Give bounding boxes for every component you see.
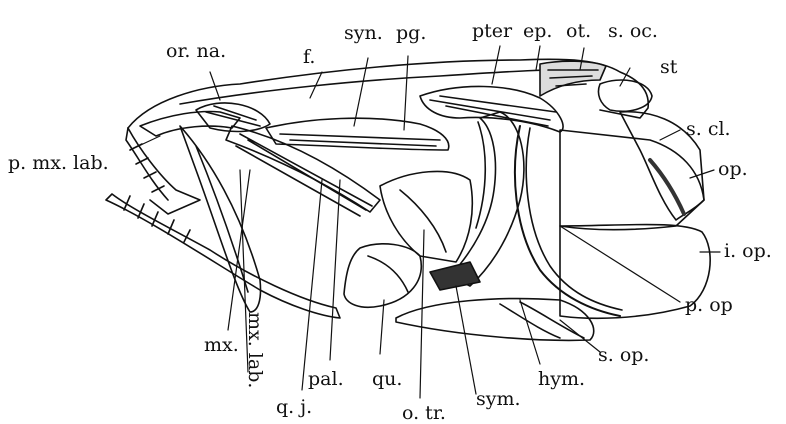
label-syn: syn.	[344, 24, 383, 43]
label-ot: ot.	[566, 22, 591, 41]
label-op: op.	[718, 160, 748, 179]
label-q-j: q. j.	[276, 398, 312, 417]
label-p-op: p. op	[685, 296, 733, 315]
preopercle	[515, 126, 620, 316]
label-p-mx-lab: p. mx. lab.	[8, 154, 109, 173]
label-or-na: or. na.	[166, 42, 226, 61]
label-s-cl: s. cl.	[686, 120, 731, 139]
premaxilla	[140, 112, 240, 136]
label-i-op: i. op.	[724, 242, 772, 261]
label-pter: pter	[472, 22, 512, 41]
quadrate	[344, 244, 421, 307]
label-f: f.	[303, 48, 315, 67]
subopercle	[396, 299, 594, 341]
label-mx-lab: mx. lab.	[245, 312, 264, 388]
label-s-oc: s. oc.	[608, 22, 658, 41]
label-hym: hym.	[538, 370, 585, 389]
label-pg: pg.	[396, 24, 426, 43]
label-o-tr: o. tr.	[402, 404, 446, 423]
frontal-bone	[180, 69, 600, 104]
label-s-op: s. op.	[598, 346, 649, 365]
symplectic	[430, 262, 480, 290]
label-qu: qu.	[372, 370, 402, 389]
label-st: st	[660, 58, 677, 77]
st-bone	[598, 80, 652, 111]
label-sym: sym.	[476, 390, 521, 409]
upper-jaw-outline	[128, 128, 200, 214]
label-ep: ep.	[523, 22, 552, 41]
label-pal: pal.	[308, 370, 344, 389]
hyomandibular	[450, 112, 524, 286]
label-mx: mx.	[204, 336, 239, 355]
